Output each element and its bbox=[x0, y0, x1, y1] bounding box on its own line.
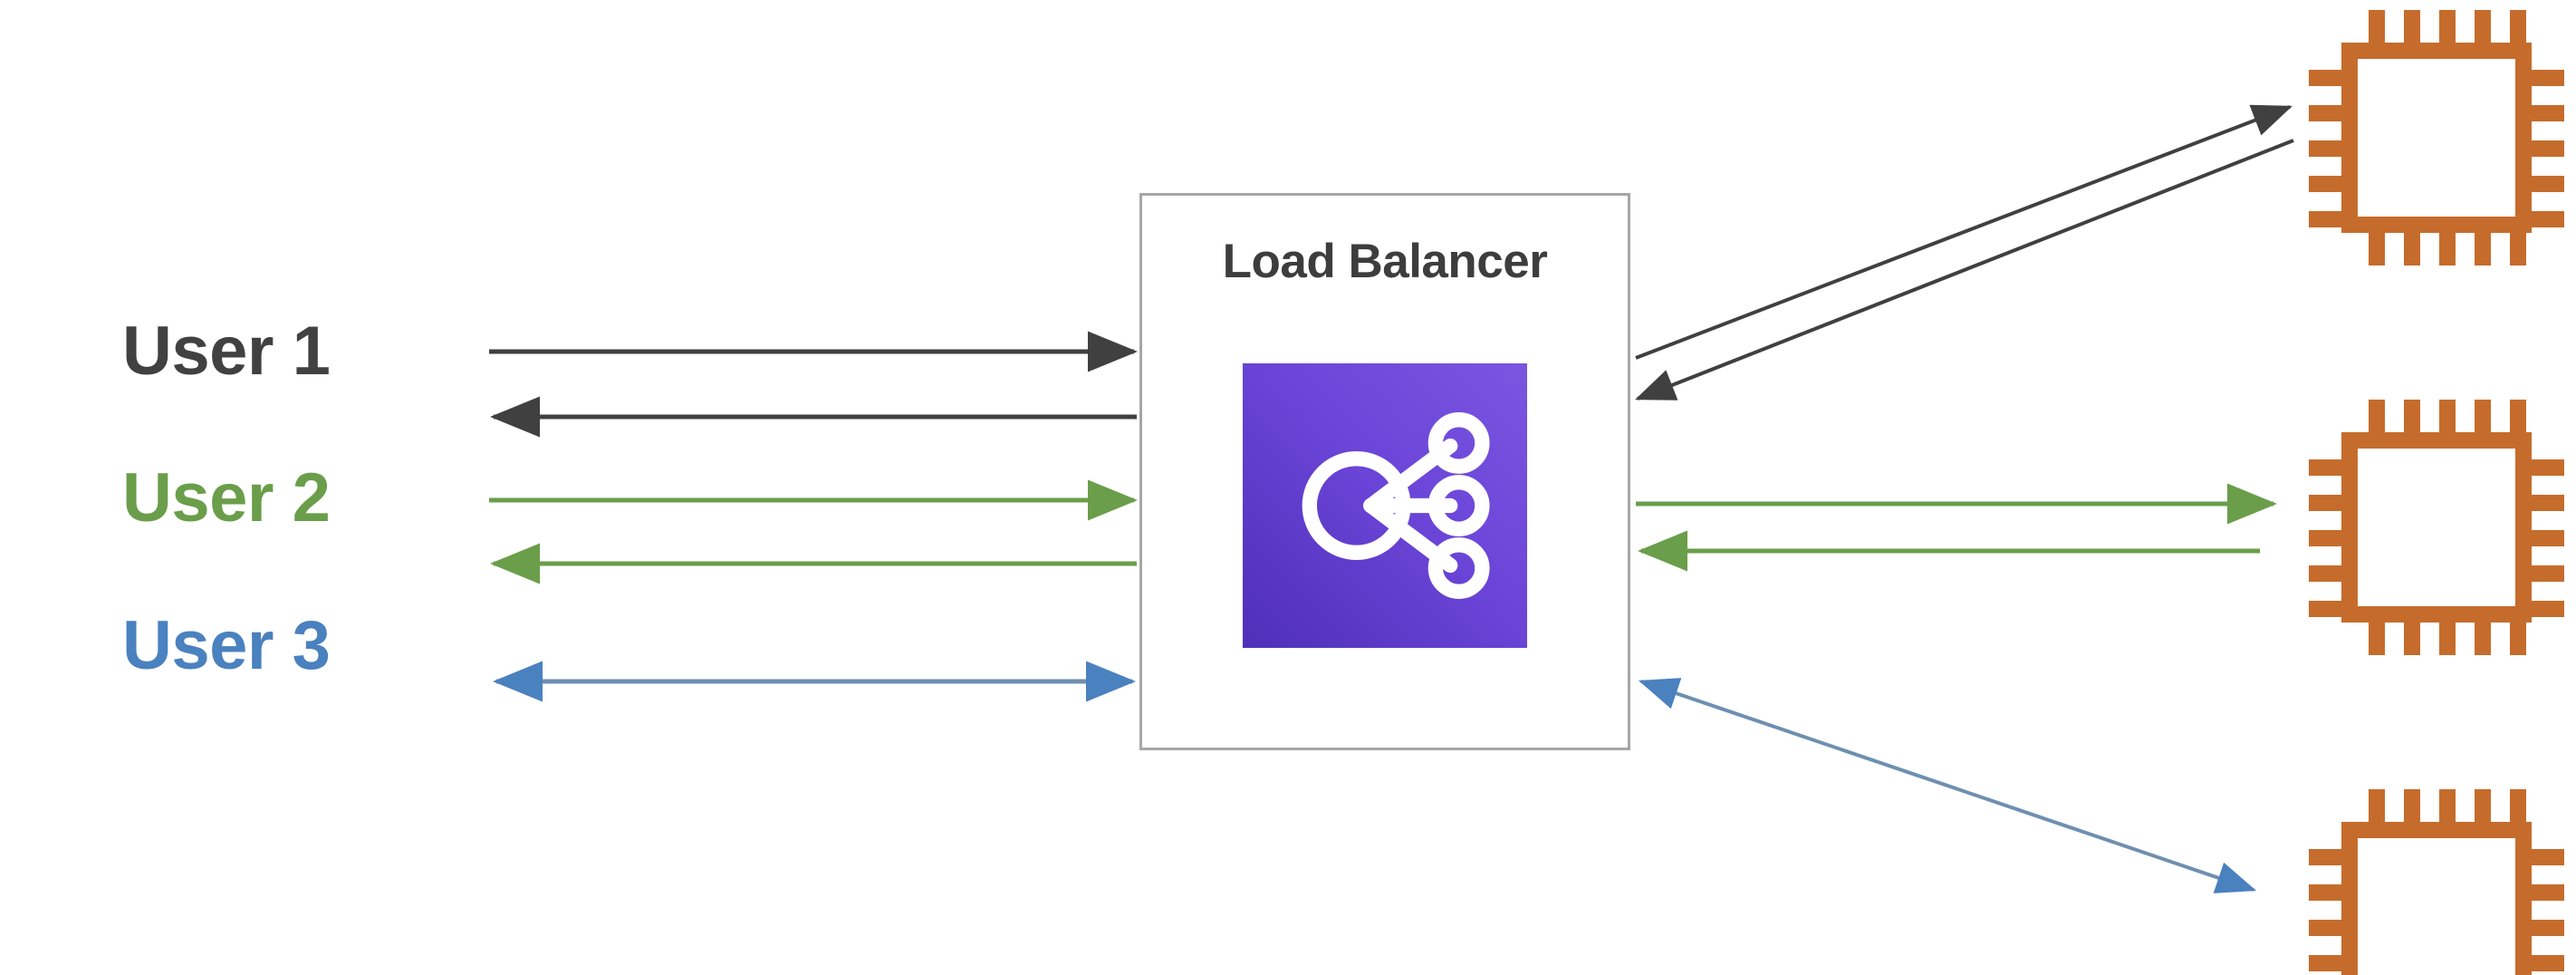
server-node-2[interactable] bbox=[2301, 391, 2572, 663]
load-balancer-box[interactable]: Load Balancer bbox=[1139, 193, 1630, 750]
load-balancer-title: Load Balancer bbox=[1222, 235, 1548, 288]
load-balancer-network-icon bbox=[1243, 363, 1527, 648]
user-label-user-2: User 2 bbox=[122, 459, 331, 536]
cpu-chip-icon bbox=[2309, 10, 2564, 265]
user-label-user-3: User 3 bbox=[122, 607, 331, 684]
server-node-3[interactable] bbox=[2301, 781, 2572, 975]
cpu-chip-icon bbox=[2309, 789, 2564, 975]
arrow-lb-server3-exchange bbox=[1638, 678, 2257, 893]
arrow-lb-server1-request bbox=[1635, 104, 2292, 360]
arrow-lb-server1-response bbox=[1635, 139, 2294, 401]
server-node-1[interactable] bbox=[2301, 2, 2572, 274]
cpu-chip-icon bbox=[2309, 400, 2564, 655]
user-label-user-1: User 1 bbox=[122, 313, 331, 390]
